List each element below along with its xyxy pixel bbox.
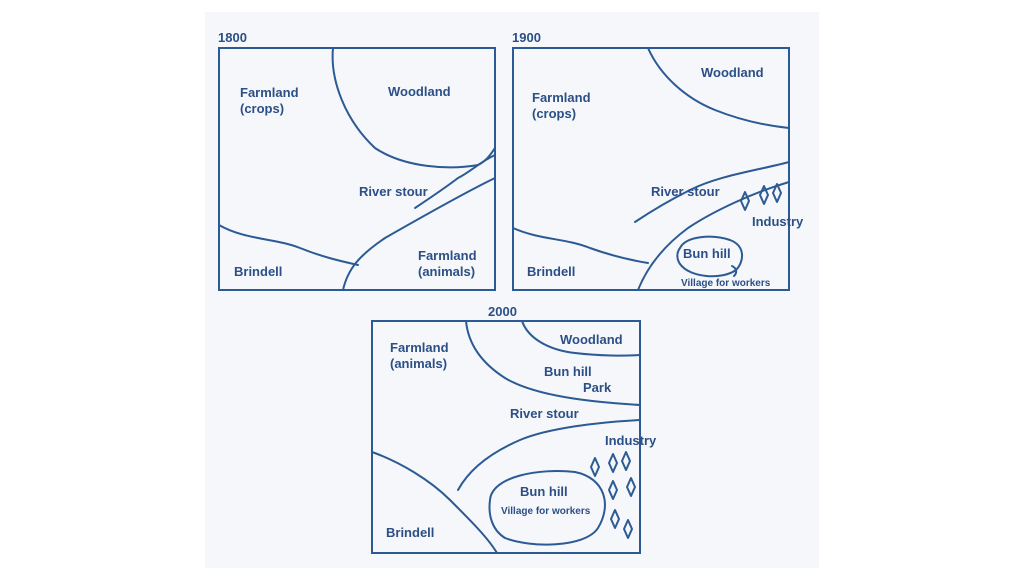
map-1800-woodland-label: Woodland bbox=[388, 84, 451, 99]
map-1800-river-lower-bank bbox=[342, 177, 496, 291]
map-2000-woodland-boundary bbox=[521, 320, 641, 357]
map-1800-brindell-boundary bbox=[218, 224, 359, 266]
diamond-icon bbox=[759, 185, 769, 205]
map-1800-frame bbox=[218, 47, 496, 291]
map-2000-village-label: Village for workers bbox=[501, 506, 591, 517]
map-1800-farmland-crops-sublabel: (crops) bbox=[240, 101, 284, 116]
diamond-icon bbox=[626, 477, 636, 497]
diamond-icon bbox=[621, 451, 631, 471]
map-2000-park-label: Bun hill bbox=[544, 364, 592, 379]
map-1900-farmland-crops-label: Farmland bbox=[532, 90, 591, 105]
map-1900-brindell-label: Brindell bbox=[527, 264, 575, 279]
map-2000-river-upper-bank bbox=[465, 320, 641, 406]
map-2000-river-lower-bank bbox=[457, 419, 641, 491]
map-2000-frame bbox=[371, 320, 641, 554]
diamond-icon bbox=[623, 519, 633, 539]
diamond-icon bbox=[610, 509, 620, 529]
map-1900-river-lower-bank bbox=[637, 181, 790, 291]
map-2000-bun-hill-label: Bun hill bbox=[520, 484, 568, 499]
map-1900-woodland-label: Woodland bbox=[701, 65, 764, 80]
map-1900-frame bbox=[512, 47, 790, 291]
map-2000-industry-label: Industry bbox=[605, 433, 657, 448]
diamond-icon bbox=[590, 457, 600, 477]
map-1900: 1900 Farmland (crops) Woodland River sto… bbox=[512, 30, 804, 291]
map-1800: 1800 Farmland (crops) Woodland River sto… bbox=[218, 30, 496, 291]
map-2000-farmland-animals-label: Farmland bbox=[390, 340, 449, 355]
map-2000-park-sublabel: Park bbox=[583, 380, 612, 395]
map-1900-year: 1900 bbox=[512, 30, 541, 45]
map-1900-brindell-boundary bbox=[512, 227, 649, 264]
map-1900-woodland-boundary bbox=[647, 47, 790, 129]
map-1800-farmland-animals-label: Farmland bbox=[418, 248, 477, 263]
map-2000-woodland-label: Woodland bbox=[560, 332, 623, 347]
map-2000-river-label: River stour bbox=[510, 406, 579, 421]
map-1900-farmland-crops-sublabel: (crops) bbox=[532, 106, 576, 121]
diamond-icon bbox=[740, 191, 750, 211]
map-1900-bun-hill-tail bbox=[731, 265, 738, 277]
map-1900-industry-label: Industry bbox=[752, 214, 804, 229]
diamond-icon bbox=[608, 453, 618, 473]
map-2000-brindell-boundary bbox=[371, 451, 498, 554]
diamond-icon bbox=[608, 480, 618, 500]
map-2000-farmland-animals-sublabel: (animals) bbox=[390, 356, 447, 371]
map-2000-year: 2000 bbox=[488, 304, 517, 319]
map-2000-bun-hill-outline bbox=[488, 470, 606, 546]
map-1800-brindell-label: Brindell bbox=[234, 264, 282, 279]
map-1800-farmland-animals-sublabel: (animals) bbox=[418, 264, 475, 279]
map-1800-year: 1800 bbox=[218, 30, 247, 45]
diamond-icon bbox=[772, 183, 782, 203]
map-1900-river-label: River stour bbox=[651, 184, 720, 199]
map-1900-bun-hill-label: Bun hill bbox=[683, 246, 731, 261]
map-2000-industry-markers bbox=[590, 451, 636, 539]
map-1900-village-label: Village for workers bbox=[681, 278, 771, 289]
map-1800-farmland-crops-label: Farmland bbox=[240, 85, 299, 100]
map-1800-river-upper-bank bbox=[414, 154, 496, 209]
map-2000: 2000 Farmland (animals) bbox=[371, 304, 657, 554]
map-1800-river-label: River stour bbox=[359, 184, 428, 199]
map-1900-river-upper-bank bbox=[634, 161, 790, 223]
map-1900-industry-markers bbox=[740, 183, 782, 211]
map-1800-woodland-boundary bbox=[331, 47, 496, 169]
map-2000-brindell-label: Brindell bbox=[386, 525, 434, 540]
